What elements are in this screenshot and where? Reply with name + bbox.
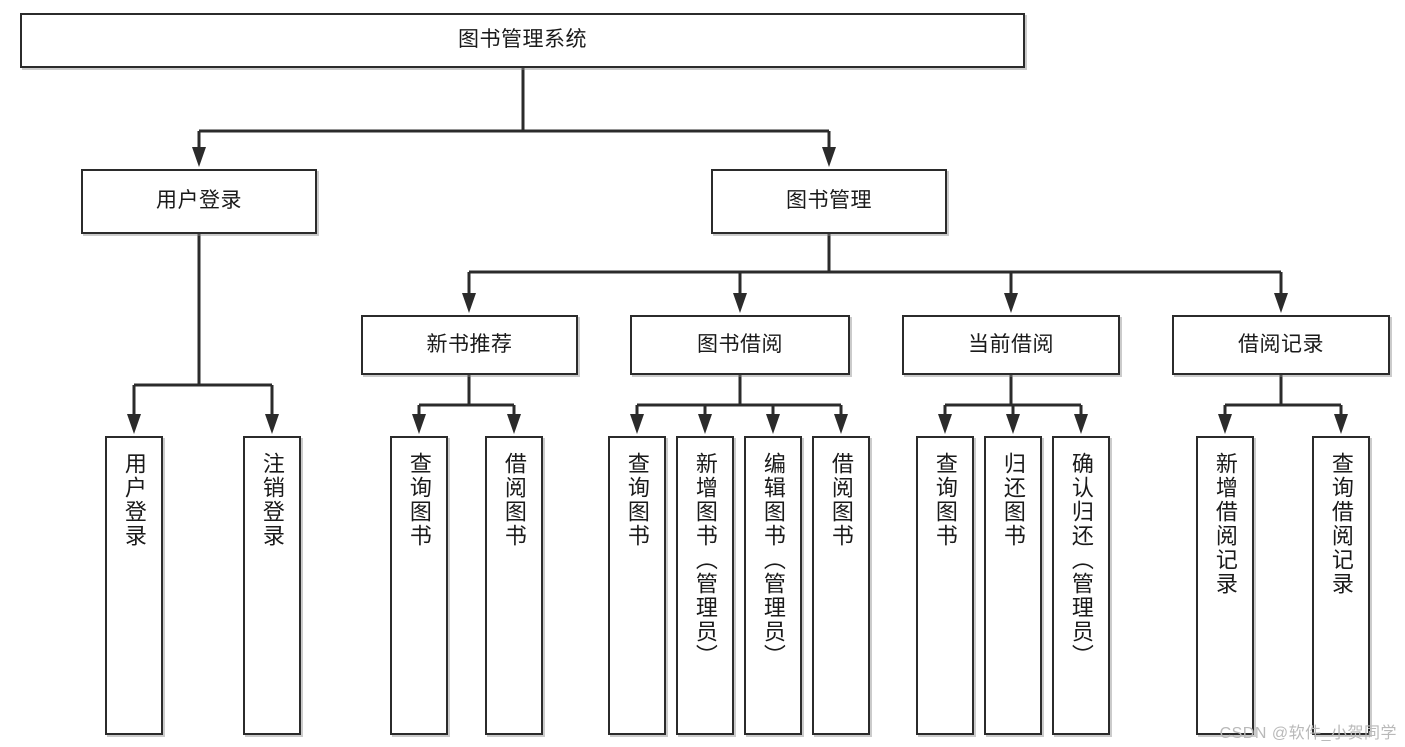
leaf-node-leaf-edit-book[interactable]: 编辑图书（管理员） [744,436,802,735]
arrowhead-borrow_record_to_leaves-0 [1218,414,1232,434]
arrowhead-current_borrow_to_leaves-0 [938,414,952,434]
node-label: 归还图书 [1000,452,1026,548]
arrowhead-user_login_to_leaves-0 [127,414,141,434]
leaf-node-leaf-user-logout[interactable]: 注销登录 [243,436,301,735]
arrowhead-new_book_rec_to_leaves-0 [412,414,426,434]
node-label: 借阅图书 [501,452,527,548]
arrowhead-borrow_record_to_leaves-1 [1334,414,1348,434]
arrowhead-book_borrow_to_leaves-3 [834,414,848,434]
node-label: 查询图书 [406,452,432,548]
node-label: 注销登录 [259,452,285,548]
node-label: 查询图书 [932,452,958,548]
arrowhead-book_manage_to_level3-1 [733,293,747,313]
arrowhead-book_manage_to_level3-3 [1274,293,1288,313]
node-label: 借阅记录 [1238,332,1324,356]
node-label: 图书管理系统 [458,28,587,52]
leaf-node-leaf-add-record[interactable]: 新增借阅记录 [1196,436,1254,735]
arrowhead-user_login_to_leaves-1 [265,414,279,434]
root-node-root[interactable]: 图书管理系统 [20,13,1025,68]
leaf-node-leaf-user-login[interactable]: 用户登录 [105,436,163,735]
arrowhead-book_borrow_to_leaves-2 [766,414,780,434]
node-label: 借阅图书 [828,452,854,548]
level3-node-borrow-record[interactable]: 借阅记录 [1172,315,1390,375]
arrowhead-book_manage_to_level3-2 [1004,293,1018,313]
leaf-node-leaf-query-record[interactable]: 查询借阅记录 [1312,436,1370,735]
node-label: 新增借阅记录 [1212,452,1238,596]
arrowhead-current_borrow_to_leaves-2 [1074,414,1088,434]
leaf-node-leaf-borrow-book-2[interactable]: 借阅图书 [812,436,870,735]
arrowhead-book_borrow_to_leaves-1 [698,414,712,434]
leaf-node-leaf-confirm-return[interactable]: 确认归还（管理员） [1052,436,1110,735]
level2-node-user-login[interactable]: 用户登录 [81,169,317,234]
watermark-text: CSDN @软件_小贺同学 [1219,725,1397,742]
leaf-node-leaf-add-book[interactable]: 新增图书（管理员） [676,436,734,735]
node-label: 用户登录 [121,452,147,548]
node-label: 图书管理 [786,189,872,213]
arrowhead-root_to_level2-0 [192,147,206,167]
node-label: 图书借阅 [697,332,783,356]
arrowhead-root_to_level2-1 [822,147,836,167]
arrowhead-current_borrow_to_leaves-1 [1006,414,1020,434]
level3-node-current-borrow[interactable]: 当前借阅 [902,315,1120,375]
node-label: 查询图书 [624,452,650,548]
leaf-node-leaf-return-book[interactable]: 归还图书 [984,436,1042,735]
arrowhead-book_borrow_to_leaves-0 [630,414,644,434]
node-label: 查询借阅记录 [1328,452,1354,596]
leaf-node-leaf-query-book-3[interactable]: 查询图书 [916,436,974,735]
node-label: 新书推荐 [426,332,513,356]
node-label: 编辑图书（管理员） [760,452,786,668]
leaf-node-leaf-query-book-2[interactable]: 查询图书 [608,436,666,735]
node-label: 确认归还（管理员） [1068,452,1094,668]
level3-node-new-book-rec[interactable]: 新书推荐 [361,315,578,375]
leaf-node-leaf-borrow-book-1[interactable]: 借阅图书 [485,436,543,735]
leaf-node-leaf-query-book-1[interactable]: 查询图书 [390,436,448,735]
arrowhead-book_manage_to_level3-0 [462,293,476,313]
level3-node-book-borrow[interactable]: 图书借阅 [630,315,850,375]
level2-node-book-manage[interactable]: 图书管理 [711,169,947,234]
node-label: 新增图书（管理员） [692,452,718,668]
node-label: 用户登录 [156,189,242,213]
node-label: 当前借阅 [968,332,1054,356]
arrowhead-new_book_rec_to_leaves-1 [507,414,521,434]
